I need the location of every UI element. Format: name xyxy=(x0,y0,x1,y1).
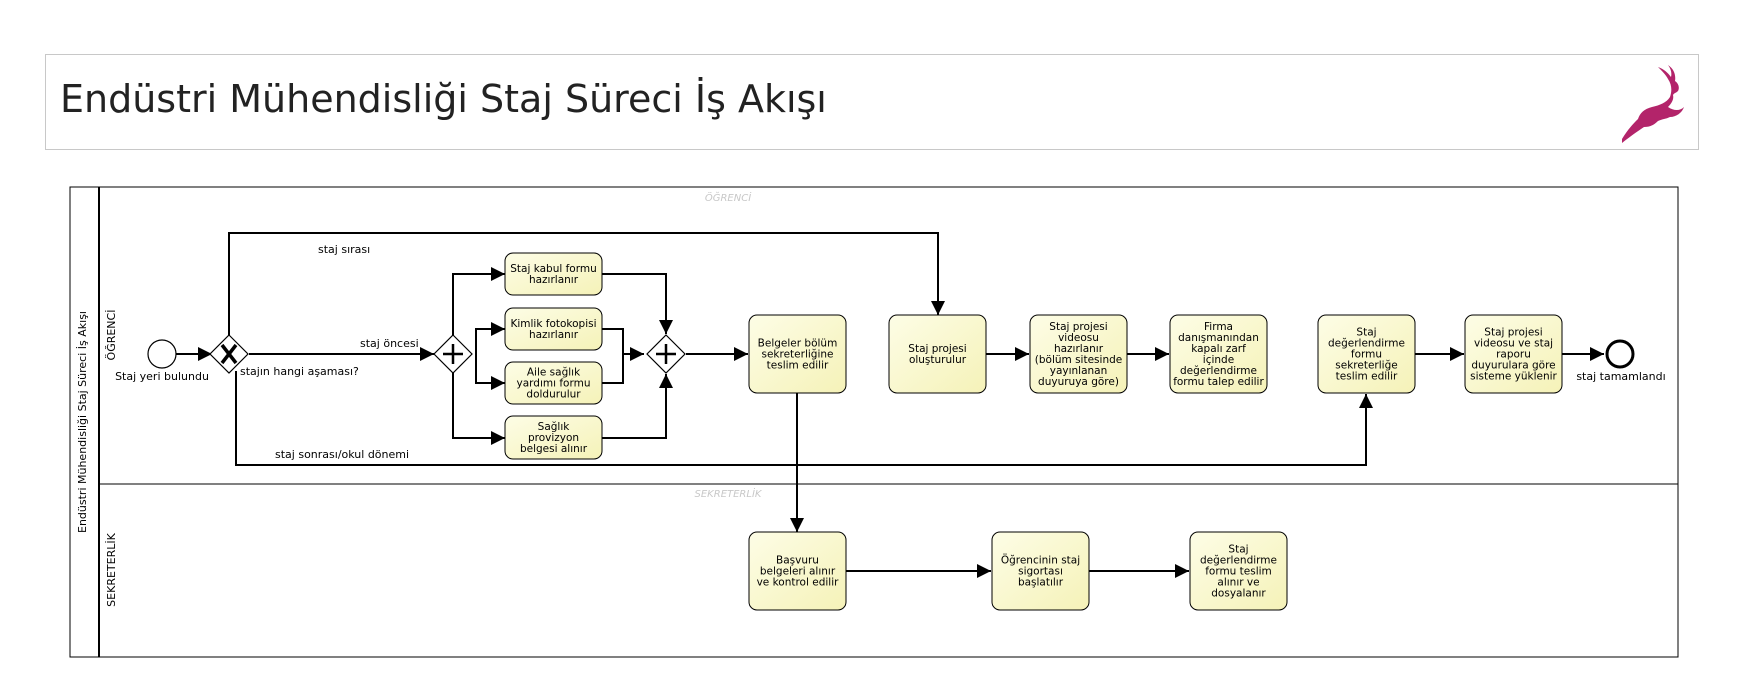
task-label-line: ve kontrol edilir xyxy=(757,577,840,589)
flow-label-staj-sirasi: staj sırası xyxy=(318,243,370,256)
lane-watermark-sekreterlik: SEKRETERLİK xyxy=(695,487,763,500)
task-label-line: duyuruya göre) xyxy=(1038,376,1119,388)
task-label-line: belgeleri alınır xyxy=(760,566,836,578)
task-label-line: değerlendirme xyxy=(1180,365,1257,377)
task-label-line: alınır ve xyxy=(1217,577,1259,589)
task-label-line: danışmanından xyxy=(1178,332,1259,344)
task-label-line: Staj projesi xyxy=(1484,327,1542,339)
start-event-circle-icon xyxy=(147,339,177,369)
task-label-line: sigortası xyxy=(1018,566,1063,578)
task-label-line: Belgeler bölüm xyxy=(758,338,838,350)
start-event[interactable]: Staj yeri bulundu xyxy=(115,339,209,383)
task-label-line: Staj projesi xyxy=(1049,321,1107,333)
parallel-split-gateway[interactable] xyxy=(433,334,473,374)
task-label-line: Öğrencinin staj xyxy=(1001,554,1080,567)
task-label-line: yayınlanan xyxy=(1050,365,1108,377)
task-label-line: sekreterliğine xyxy=(762,349,834,361)
task-label-line: (bölüm sitesinde xyxy=(1035,354,1122,366)
task-label-line: Sağlık xyxy=(538,421,571,433)
diagram-title: Endüstri Mühendisliği Staj Süreci İş Akı… xyxy=(60,77,827,121)
task-label-line: provizyon xyxy=(528,432,579,444)
task-label-line: Staj xyxy=(1228,544,1248,556)
task-label-line: videosu xyxy=(1058,332,1099,344)
task-label-line: Staj projesi xyxy=(908,343,966,355)
task-label-line: hazırlanır xyxy=(1054,343,1104,355)
gazelle-logo-icon xyxy=(1622,65,1684,143)
task-label-line: dosyalanır xyxy=(1211,588,1266,600)
flow-label-staj-sonrasi: staj sonrası/okul dönemi xyxy=(275,448,409,461)
pool: Endüstri Mühendisliği Staj Süreci İş Akı… xyxy=(69,186,1679,658)
task-label-line: videosu ve staj xyxy=(1474,338,1553,350)
task-label-line: Aile sağlık xyxy=(527,367,581,379)
lane-label-sekreterlik: SEKRETERLİK xyxy=(105,532,118,606)
end-event[interactable]: staj tamamlandı xyxy=(1576,339,1666,383)
task-label-line: kapalı zarf xyxy=(1191,343,1246,355)
parallel-gateway-plus-icon xyxy=(443,344,463,364)
parallel-join-gateway[interactable] xyxy=(646,334,686,374)
task-label-line: doldurulur xyxy=(526,389,581,401)
task-label-line: değerlendirme xyxy=(1328,338,1405,350)
task-label-line: hazırlanır xyxy=(529,274,579,286)
end-event-label: staj tamamlandı xyxy=(1576,370,1665,383)
flow-label-staj-oncesi: staj öncesi xyxy=(360,337,419,350)
lane-label-ogrenci: ÖĞRENCİ xyxy=(105,310,118,361)
end-event-circle-icon xyxy=(1605,339,1635,369)
pool-label: Endüstri Mühendisliği Staj Süreci İş Akı… xyxy=(76,311,89,533)
task-label-line: oluşturulur xyxy=(909,354,967,366)
sequence-flows xyxy=(176,232,1604,578)
task-label-line: duyurulara göre xyxy=(1471,360,1555,372)
task-degerlendirme-teslim[interactable]: Stajdeğerlendirmeformusekreterliğeteslim… xyxy=(1317,314,1416,394)
parallel-gateway-plus-icon xyxy=(656,344,676,364)
task-label-line: formu teslim xyxy=(1205,566,1272,578)
task-label-line: Başvuru xyxy=(776,555,819,567)
diagram-header: Endüstri Mühendisliği Staj Süreci İş Akı… xyxy=(45,54,1699,150)
task-label-line: formu xyxy=(1351,349,1382,361)
task-label-line: içinde xyxy=(1203,354,1234,366)
exclusive-gateway[interactable] xyxy=(209,334,249,374)
task-label-line: belgesi alınır xyxy=(520,443,588,455)
task-label-line: yardımı formu xyxy=(517,378,591,390)
task-label-line: Firma xyxy=(1204,321,1233,333)
task-label-line: Kimlik fotokopisi xyxy=(510,318,596,330)
task-label-line: raporu xyxy=(1496,349,1531,361)
task-label-line: formu talep edilir xyxy=(1173,376,1264,388)
task-label-line: değerlendirme xyxy=(1200,555,1277,567)
lane-watermark-ogrenci: ÖĞRENCİ xyxy=(705,191,752,204)
gateway-question-label: stajın hangi aşaması? xyxy=(240,365,359,378)
start-event-label: Staj yeri bulundu xyxy=(115,370,209,383)
task-label-line: Staj xyxy=(1356,327,1376,339)
task-label-line: hazırlanır xyxy=(529,329,579,341)
task-label-line: sisteme yüklenir xyxy=(1470,371,1557,383)
task-label-line: teslim edilir xyxy=(767,360,829,372)
task-label-line: başlatılır xyxy=(1018,577,1064,589)
task-label-line: teslim edilir xyxy=(1336,371,1398,383)
exclusive-gateway-x-icon xyxy=(220,343,238,365)
task-label-line: Staj kabul formu xyxy=(510,263,597,275)
task-label-line: sekreterliğe xyxy=(1335,360,1397,372)
